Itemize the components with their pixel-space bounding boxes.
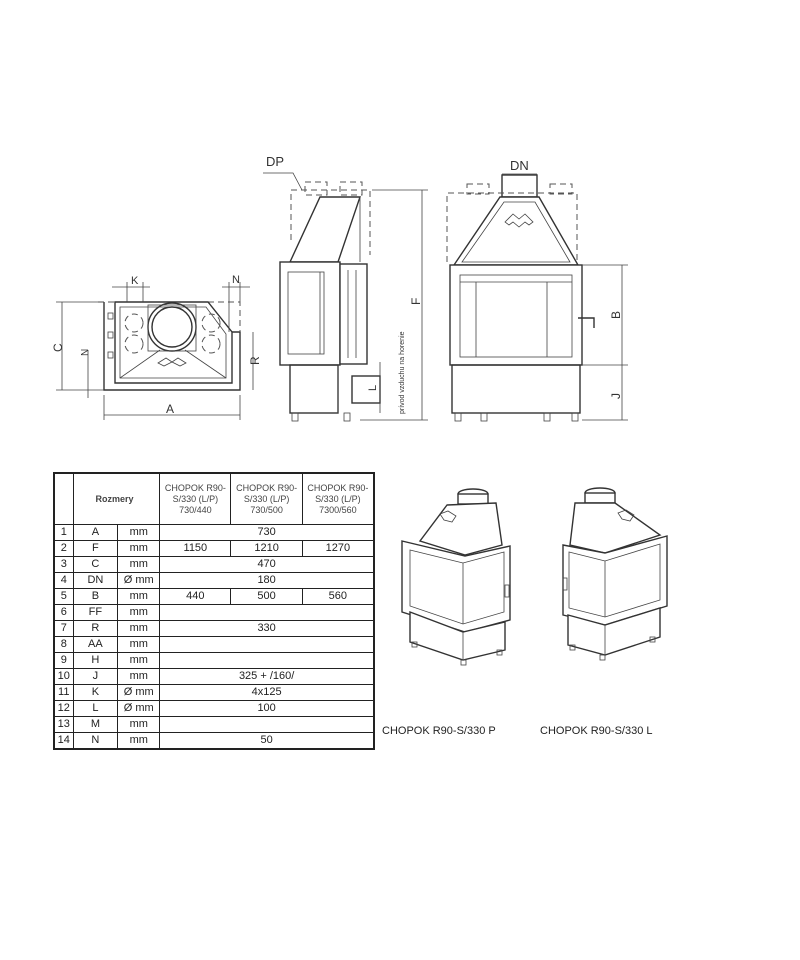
row-number: 14 [53,732,74,750]
row-number: 8 [53,636,74,653]
product-caption-l: CHOPOK R90-S/330 L [540,725,653,737]
dimension-value: 500 [230,588,303,605]
svg-text:F: F [409,298,423,305]
product-caption-p: CHOPOK R90-S/330 P [382,725,496,737]
svg-text:N: N [80,349,91,356]
svg-text:A: A [166,402,174,416]
svg-text:DP: DP [266,154,284,169]
unit: mm [117,716,161,733]
row-number: 2 [53,540,74,557]
dimension-value: 440 [159,588,232,605]
dimension-value: 1210 [230,540,303,557]
svg-text:L: L [367,385,379,391]
table-header-row: Rozmery CHOPOK R90-S/330 (L/P) 730/440 C… [53,472,375,525]
row-number: 7 [53,620,74,637]
unit: mm [117,620,161,637]
air-intake-note: prívod vzduchu na horenie [399,331,406,414]
model-header: CHOPOK R90-S/330 (L/P) 730/440 [159,472,232,525]
dim-label-c: C [51,343,65,352]
svg-text:R: R [248,356,262,365]
svg-text:K: K [131,275,139,287]
dimension-value: 50 [159,732,375,750]
model-header: CHOPOK R90-S/330 (L/P) 730/500 [230,472,303,525]
dimension-value [159,716,375,733]
svg-text:J: J [609,393,623,399]
unit: mm [117,524,161,541]
dimension-value: 1270 [301,540,375,557]
unit: mm [117,636,161,653]
dimension-code: N [72,732,119,750]
dimensions-table: Rozmery CHOPOK R90-S/330 (L/P) 730/440 C… [53,472,375,750]
svg-text:B: B [609,311,623,319]
row-number: 13 [53,716,74,733]
svg-text:N: N [232,274,240,286]
row-number: 11 [53,684,74,701]
dimension-value: 730 [159,524,375,541]
svg-text:DN: DN [510,158,529,173]
unit: mm [117,732,161,750]
unit: mm [117,556,161,573]
table-title: Rozmery [72,472,161,525]
unit: mm [117,604,161,621]
model-header: CHOPOK R90-S/330 (L/P) 7300/560 [301,472,375,525]
row-number: 10 [53,668,74,685]
